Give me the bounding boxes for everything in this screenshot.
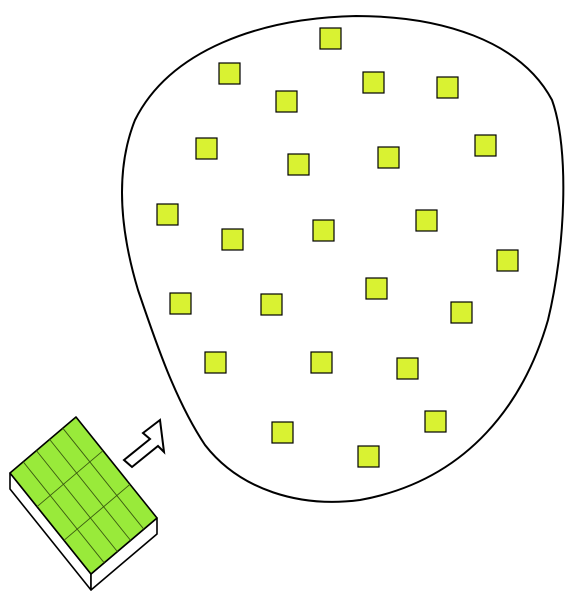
scattered-square xyxy=(276,91,297,112)
scattered-square xyxy=(397,358,418,379)
scattered-square xyxy=(363,72,384,93)
scattered-square xyxy=(288,154,309,175)
scattered-square xyxy=(497,250,518,271)
scattered-square xyxy=(475,135,496,156)
scattered-square xyxy=(196,138,217,159)
scattered-square xyxy=(157,204,178,225)
scattered-square xyxy=(222,229,243,250)
scattered-square xyxy=(313,220,334,241)
scattered-square xyxy=(219,63,240,84)
scattered-square xyxy=(358,446,379,467)
scattered-square xyxy=(272,422,293,443)
scattered-square xyxy=(170,293,191,314)
tray-icon xyxy=(10,417,157,590)
scattered-square xyxy=(416,210,437,231)
scattered-square xyxy=(311,352,332,373)
scattered-square xyxy=(425,411,446,432)
scattered-square xyxy=(437,77,458,98)
scattered-square xyxy=(378,147,399,168)
scattered-square xyxy=(261,294,282,315)
scattered-squares xyxy=(157,28,518,467)
scattered-square xyxy=(451,302,472,323)
scattered-square xyxy=(205,352,226,373)
scattered-square xyxy=(320,28,341,49)
arrow-icon xyxy=(124,420,164,467)
scattered-square xyxy=(366,278,387,299)
